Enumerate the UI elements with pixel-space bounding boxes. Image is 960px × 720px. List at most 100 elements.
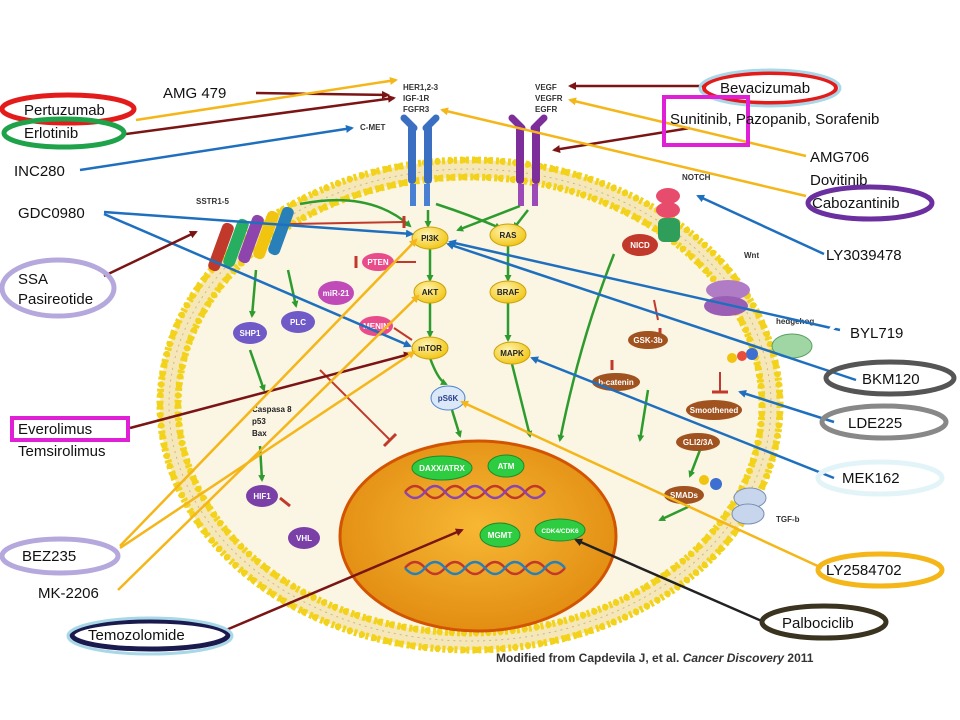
lipid-head bbox=[633, 589, 640, 596]
lipid-head bbox=[621, 189, 629, 197]
lipid-head bbox=[191, 476, 198, 484]
lipid-head bbox=[749, 302, 757, 309]
lipid-head bbox=[775, 422, 783, 429]
lipid-head bbox=[742, 476, 749, 484]
lipid-head bbox=[311, 189, 319, 197]
outline-bkm120 bbox=[823, 359, 957, 397]
lipid-head bbox=[216, 545, 223, 553]
node-label-nicd: NICD bbox=[630, 241, 650, 250]
lipid-head bbox=[568, 615, 575, 622]
lipid-head bbox=[208, 537, 215, 544]
node-hif1 bbox=[246, 485, 278, 507]
lipid-head bbox=[758, 401, 766, 409]
arrow-bez235-pi3k bbox=[119, 238, 418, 547]
lipid-head bbox=[170, 330, 177, 338]
lipid-head bbox=[346, 627, 354, 635]
lipid-head bbox=[371, 634, 378, 642]
lipid-head bbox=[499, 158, 506, 165]
lipid-head bbox=[181, 449, 188, 456]
lipid-head bbox=[412, 625, 419, 633]
lipid-head bbox=[331, 603, 338, 611]
lipid-head bbox=[400, 623, 407, 631]
lipid-head bbox=[259, 583, 266, 591]
receptor-hedgehog bbox=[727, 333, 813, 363]
arrow-temozolomide bbox=[225, 528, 464, 632]
lipid-head bbox=[610, 618, 617, 626]
node-label-pten: PTEN bbox=[367, 258, 389, 267]
lipid-head bbox=[358, 172, 366, 179]
lipid-head bbox=[424, 627, 431, 634]
outline-ssa bbox=[0, 257, 117, 319]
lipid-head bbox=[346, 175, 354, 183]
outline-cabozantinib bbox=[805, 184, 935, 222]
lipid-head bbox=[662, 571, 669, 578]
lipid-head bbox=[710, 275, 717, 283]
lipid-head bbox=[757, 420, 765, 428]
receptor-label-cmet: C-MET bbox=[360, 123, 385, 132]
lipid-head bbox=[217, 519, 224, 527]
lipid-head bbox=[201, 528, 209, 536]
lipid-head bbox=[579, 611, 587, 619]
lipid-head bbox=[237, 543, 245, 550]
lipid-head bbox=[550, 165, 557, 173]
lipid-head bbox=[710, 527, 717, 535]
lipid-head bbox=[643, 220, 650, 227]
drug-label-ly2584702: LY2584702 bbox=[826, 562, 902, 579]
lipid-head bbox=[562, 634, 569, 642]
drug-outlines bbox=[0, 68, 957, 656]
lipid-head bbox=[758, 392, 765, 399]
node-akt bbox=[413, 280, 447, 304]
node-mgmt bbox=[479, 522, 521, 548]
lipid-head bbox=[591, 195, 598, 202]
lipid-head bbox=[568, 188, 575, 195]
outline-temozolomide bbox=[69, 618, 231, 652]
lipid-head bbox=[473, 646, 480, 654]
arrow-gdc0980-mtor bbox=[103, 212, 412, 348]
lipid-head bbox=[586, 627, 594, 635]
lipid-head bbox=[157, 391, 164, 398]
lipid-head bbox=[664, 590, 671, 597]
lipid-head bbox=[486, 157, 493, 164]
node-daxx bbox=[411, 455, 473, 481]
lipid-head bbox=[200, 494, 207, 501]
lipid-head bbox=[189, 292, 196, 300]
lipid-head bbox=[376, 618, 383, 626]
lipid-head bbox=[752, 449, 759, 456]
lipid-head bbox=[178, 311, 185, 319]
node-label-bcatenin: b-catenin bbox=[598, 378, 634, 387]
arrow-inc280 bbox=[79, 124, 354, 172]
lipid-head bbox=[692, 234, 700, 241]
lipid-head bbox=[524, 161, 532, 168]
lipid-head bbox=[701, 561, 708, 569]
lipid-head bbox=[731, 528, 739, 536]
node-label-daxx: DAXX/ATRX bbox=[419, 464, 465, 473]
lipid-head bbox=[320, 599, 328, 606]
lipid-head bbox=[562, 168, 569, 176]
lipid-head bbox=[166, 462, 173, 470]
lipid-head bbox=[557, 618, 564, 626]
arrow-mek162 bbox=[530, 356, 835, 480]
lipid-head bbox=[383, 165, 390, 173]
lipid-head bbox=[311, 613, 319, 621]
lipid-head bbox=[163, 452, 170, 460]
lipid-head bbox=[400, 179, 407, 187]
lipid-head bbox=[703, 267, 710, 275]
lipid-head bbox=[187, 335, 194, 343]
lipid-head bbox=[175, 392, 182, 399]
lipid-head bbox=[353, 191, 361, 199]
lipid-head bbox=[545, 182, 552, 189]
drug-label-amg706: AMG706 bbox=[810, 149, 869, 166]
lipid-head bbox=[717, 545, 724, 553]
lipid-head bbox=[323, 184, 330, 192]
drug-label-everolimus: Everolimus bbox=[18, 421, 92, 438]
node-shp1 bbox=[233, 322, 267, 344]
outline-byl719 bbox=[828, 313, 948, 353]
lipid-head bbox=[161, 360, 168, 368]
receptor-her-igf-fgfr bbox=[400, 114, 440, 206]
drug-label-inc280: INC280 bbox=[14, 163, 65, 180]
arrow-mk2206 bbox=[117, 294, 420, 591]
lipid-head bbox=[388, 621, 395, 628]
lipid-head bbox=[598, 180, 606, 187]
lipid-head bbox=[692, 569, 700, 576]
